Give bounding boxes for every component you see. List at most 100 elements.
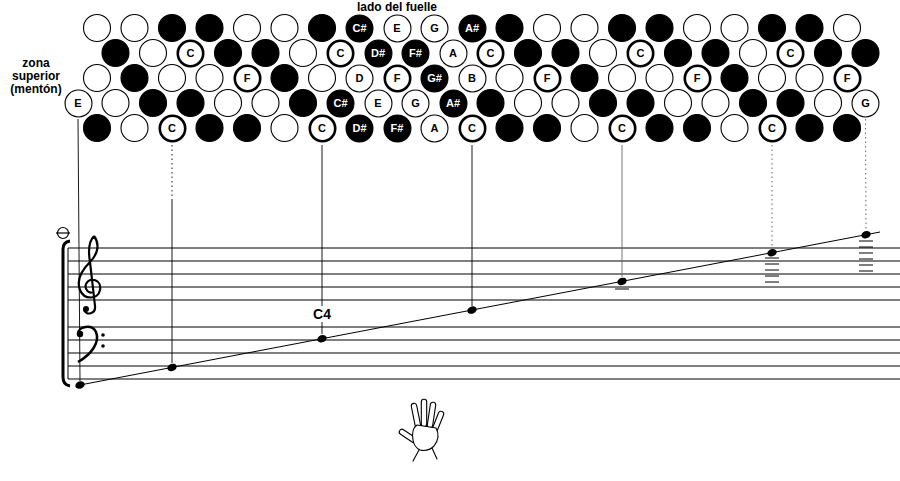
accordion-button (834, 115, 861, 142)
button-outline (234, 65, 259, 90)
treble-clef-path (79, 236, 100, 313)
note-button: C (609, 115, 636, 142)
button-outline (759, 115, 784, 140)
button-outline (327, 90, 354, 117)
note-head (616, 276, 627, 286)
leader-line (172, 200, 173, 363)
accordion-button (571, 65, 598, 92)
accordion-button (252, 90, 279, 117)
note-name: E (393, 23, 400, 34)
staff-line (68, 300, 900, 301)
accordion-button (815, 90, 842, 117)
note-button: A (421, 115, 448, 142)
button-outline (384, 15, 411, 42)
button-outline (478, 40, 503, 65)
note-name: E (74, 98, 81, 109)
accordion-button (552, 90, 579, 117)
accordion-button (571, 15, 598, 42)
staff-line (68, 248, 900, 249)
button-outline (609, 115, 634, 140)
accordion-button (477, 90, 504, 117)
note-name: C# (352, 23, 366, 34)
leader-line (472, 145, 473, 306)
note-button: F (834, 65, 861, 92)
accordion-button (777, 90, 804, 117)
accordion-button (215, 40, 242, 67)
staff-bracket (63, 241, 70, 386)
note-name: C (768, 123, 776, 134)
accordion-button (84, 115, 111, 142)
hand-wrist (413, 448, 437, 461)
accordion-button (290, 90, 317, 117)
staff-line (68, 261, 900, 262)
note-name: G (411, 98, 420, 109)
button-outline (365, 90, 392, 117)
accordion-button (796, 65, 823, 92)
accordion-button (646, 15, 673, 42)
note-name: A (449, 48, 457, 59)
button-outline (440, 40, 467, 67)
hand-finger (421, 402, 428, 424)
accordion-button (290, 40, 317, 67)
note-name: C (187, 48, 195, 59)
button-outline (346, 15, 373, 42)
button-outline (421, 15, 448, 42)
note-head (316, 334, 327, 344)
leader-lines (78, 119, 866, 381)
accordion-button (702, 40, 729, 67)
accordion-button (796, 115, 823, 142)
button-outline (459, 15, 486, 42)
note-button: C# (327, 90, 354, 117)
button-outline (834, 65, 859, 90)
accordion-button (496, 65, 523, 92)
accordion-button (496, 115, 523, 142)
staff-line (68, 340, 900, 341)
note-button: E (365, 90, 392, 117)
accordion-button (684, 15, 711, 42)
note-button: C# (346, 15, 373, 42)
ledger-mark (765, 270, 779, 271)
accordion-button (196, 15, 223, 42)
button-outline (421, 115, 448, 142)
staff-line (68, 287, 900, 288)
button-outline (852, 90, 879, 117)
leader-line (622, 145, 623, 277)
ledger-mark (615, 289, 629, 290)
area-label: zona superior (mentón) (2, 57, 70, 96)
accordion-button (215, 90, 242, 117)
leader-line (772, 145, 773, 248)
treble-clef-dot (83, 306, 89, 312)
note-name: G# (427, 73, 442, 84)
note-button: A# (440, 90, 467, 117)
bass-clef-path (78, 327, 97, 362)
accordion-button (102, 40, 129, 67)
accordion-button (515, 40, 542, 67)
note-button: D# (346, 115, 373, 142)
leader-line (172, 145, 173, 200)
button-outline (778, 40, 803, 65)
accordion-button (84, 65, 111, 92)
accordion-button (759, 15, 786, 42)
button-outline (402, 40, 429, 67)
accordion-button (609, 15, 636, 42)
button-outline (365, 40, 392, 67)
accordion-button (271, 15, 298, 42)
staff-line (68, 379, 900, 380)
accordion-button (721, 15, 748, 42)
accordion-button (852, 40, 879, 67)
accordion-button (140, 90, 167, 117)
note-name: G (430, 23, 439, 34)
hand-finger (430, 405, 433, 425)
accordion-button (102, 90, 129, 117)
ledger-mark (765, 264, 779, 265)
bass-clef-dot (101, 344, 105, 348)
ledger-mark (859, 259, 873, 260)
ledger-mark (765, 258, 779, 259)
note-button: C (327, 40, 354, 67)
button-outline (309, 115, 334, 140)
accordion-button (740, 40, 767, 67)
note-head (466, 305, 477, 315)
ledger-mark (859, 271, 873, 272)
accordion-button (590, 40, 617, 67)
ledger-mark (859, 265, 873, 266)
